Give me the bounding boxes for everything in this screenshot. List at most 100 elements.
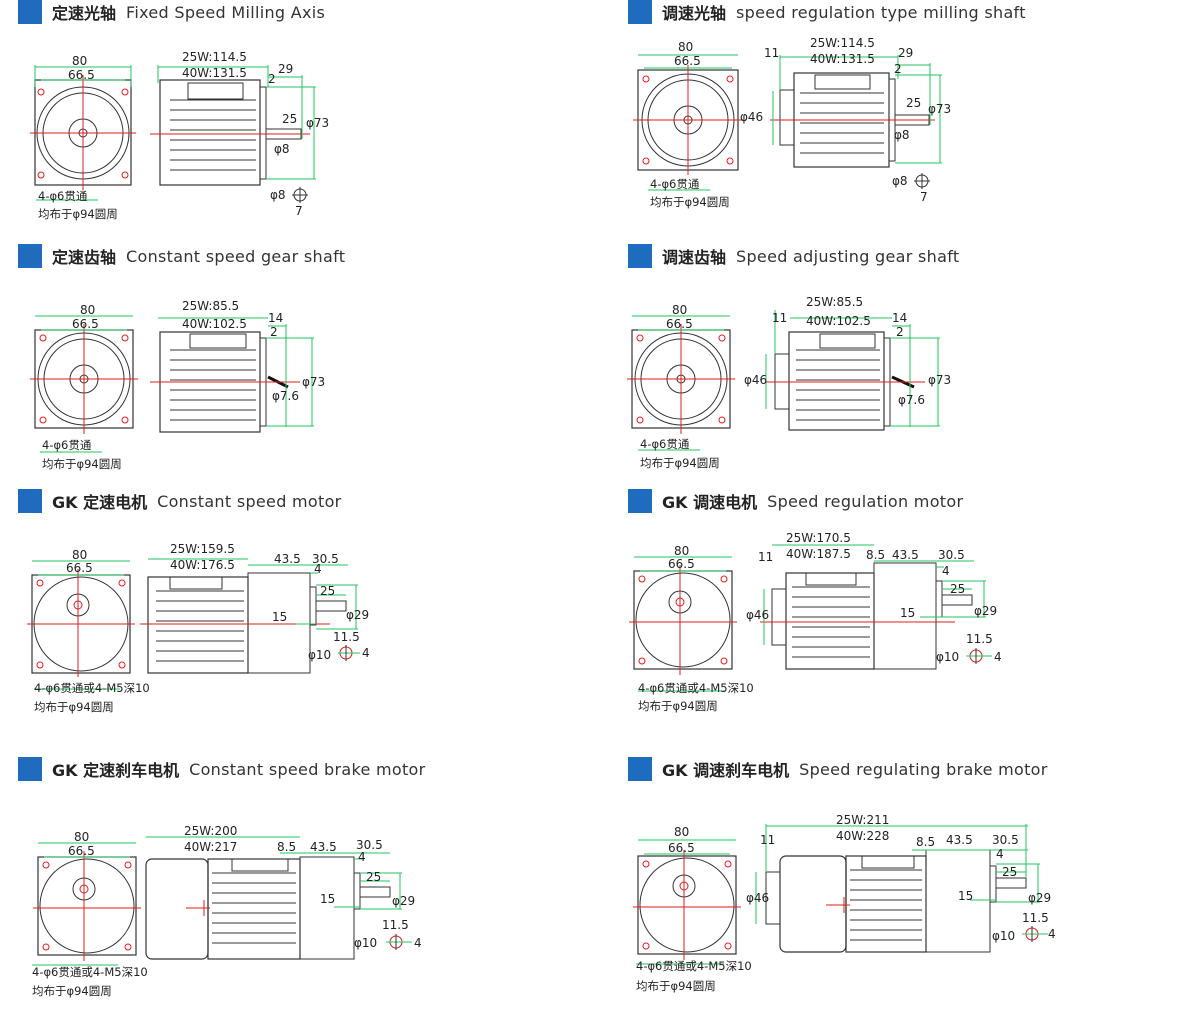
- hole-note: 4-φ6贯通或4-M5深10: [32, 965, 148, 979]
- dim-shaft-length: 25: [320, 584, 335, 598]
- dim-shaft-gap: 2: [894, 62, 902, 76]
- dim-shaft-gap: 2: [268, 72, 276, 86]
- hole-circle-note: 均布于φ94圆周: [34, 700, 114, 714]
- section-title-en: Speed regulating brake motor: [799, 759, 1048, 779]
- dim-shaft-diameter: φ7.6: [272, 389, 299, 403]
- dim-key-width: 4: [1048, 927, 1056, 941]
- dim-width-inner: 66.5: [72, 317, 99, 331]
- front-view: 80 66.5: [633, 40, 743, 175]
- dim-gear-gap: 4: [942, 564, 950, 578]
- hole-circle-note: 均布于φ94圆周: [32, 984, 112, 998]
- dim-pre: 8.5: [916, 835, 935, 849]
- dim-width-inner: 66.5: [66, 561, 93, 575]
- dim-width-outer: 80: [74, 830, 89, 844]
- drawing-constant-speed-gear: 80 66.5 25W:85.5 40W:102.5 14 2 φ73 φ7.6…: [30, 299, 325, 471]
- dim-spigot-diameter: φ46: [746, 608, 769, 622]
- dim-width-inner: 66.5: [68, 844, 95, 858]
- dim-spigot-length: 11: [764, 46, 779, 60]
- dim-shaft-diameter: φ8: [894, 128, 910, 142]
- dim-shaft-length: 25: [282, 112, 297, 126]
- dim-shaft-diameter: φ29: [392, 894, 415, 908]
- dim-hub: 15: [272, 610, 287, 624]
- section-marker-icon: [18, 489, 42, 513]
- dim-key-diameter: φ8: [892, 174, 908, 188]
- hole-circle-note: 均布于φ94圆周: [640, 456, 720, 470]
- dim-key-width: 7: [920, 190, 928, 204]
- dim-key-diameter: φ10: [308, 648, 331, 662]
- dim-pre: 8.5: [866, 548, 885, 562]
- dim-shaft-gap: 2: [270, 325, 278, 339]
- dim-shaft-total: 29: [898, 46, 913, 60]
- section-marker-icon: [18, 0, 42, 24]
- section-title-en: Fixed Speed Milling Axis: [126, 2, 326, 22]
- dim-shaft-diameter: φ29: [974, 604, 997, 618]
- section-header: 定速齿轴 Constant speed gear shaft: [18, 244, 345, 268]
- dim-shaft-length: 25: [950, 582, 965, 596]
- dim-width-outer: 80: [674, 544, 689, 558]
- side-view: 11 φ46 25W:114.5 40W:131.5 29 2 25 φ73 φ…: [740, 36, 951, 204]
- dim-gear-gap: 4: [314, 562, 322, 576]
- dim-length-25w: 25W:114.5: [182, 50, 247, 64]
- dim-flange-diameter: φ73: [928, 373, 951, 387]
- dim-shaft-length: 25: [1002, 865, 1017, 879]
- hole-circle-note: 均布于φ94圆周: [38, 207, 118, 221]
- dim-key-length: 11.5: [1022, 911, 1049, 925]
- dim-gear-gap: 4: [996, 847, 1004, 861]
- dim-length-25w: 25W:114.5: [810, 36, 875, 50]
- dim-key-diameter: φ10: [936, 650, 959, 664]
- drawing-gk-constant-speed-motor: 80 66.5 25W:159.5 40W:176.5 43.5 30.5 4 …: [27, 542, 370, 714]
- hole-note: 4-φ6贯通或4-M5深10: [34, 681, 150, 695]
- section-title-en: speed regulation type milling shaft: [736, 2, 1026, 22]
- dim-spigot-length: 11: [772, 311, 787, 325]
- side-view: 25W:85.5 40W:102.5 14 2 φ73 φ7.6: [150, 299, 325, 433]
- drawing-gk-speed-regulation-motor: 80 66.5 11 φ46 25W:170.5 40W:187.5 8.5 4…: [629, 531, 1002, 713]
- section-title-en: Speed regulation motor: [767, 491, 964, 511]
- dim-width-outer: 80: [80, 303, 95, 317]
- dim-spigot-diameter: φ46: [746, 891, 769, 905]
- hole-note: 4-φ6贯通或4-M5深10: [638, 681, 754, 695]
- dim-length-40w: 40W:228: [836, 829, 889, 843]
- dim-gear-length: 43.5: [892, 548, 919, 562]
- dim-hub: 15: [958, 889, 973, 903]
- section-header: GK 调速刹车电机 Speed regulating brake motor: [628, 757, 1048, 781]
- drawing-speed-regulation-milling: 80 66.5 11 φ46 25W:114.5 40W:131.5 29 2 …: [633, 36, 951, 209]
- dim-key-length: 11.5: [382, 918, 409, 932]
- section-title-en: Constant speed gear shaft: [126, 246, 346, 266]
- dim-hub: 15: [320, 892, 335, 906]
- dim-width-outer: 80: [678, 40, 693, 54]
- dim-shaft-total: 14: [268, 311, 283, 325]
- dim-key-width: 4: [362, 646, 370, 660]
- dim-length-40w: 40W:176.5: [170, 558, 235, 572]
- dim-gear-total: 30.5: [992, 833, 1019, 847]
- dim-gear-gap: 4: [358, 850, 366, 864]
- dim-shaft-diameter: φ7.6: [898, 393, 925, 407]
- section-marker-icon: [628, 244, 652, 268]
- front-view: 80 66.5: [27, 548, 135, 677]
- dim-width-outer: 80: [674, 825, 689, 839]
- dim-length-25w: 25W:85.5: [806, 295, 863, 309]
- side-view: 11 φ46 25W:211 40W:228 8.5 43.5 30.5 4 2…: [746, 813, 1056, 953]
- hole-note: 4-φ6贯通: [38, 189, 88, 203]
- hole-note: 4-φ6贯通: [42, 438, 92, 452]
- section-title-cn: GK 定速电机: [52, 493, 148, 512]
- dim-flange-diameter: φ73: [302, 375, 325, 389]
- front-view: 80 66.5: [30, 303, 138, 434]
- dim-spigot-diameter: φ46: [740, 110, 763, 124]
- dim-key-width: 4: [994, 650, 1002, 664]
- dim-width-inner: 66.5: [668, 557, 695, 571]
- section-title-cn: 定速光轴: [52, 4, 117, 23]
- section-header: GK 定速电机 Constant speed motor: [18, 489, 342, 513]
- front-view: 80 66.5: [30, 54, 136, 190]
- hole-note: 4-φ6贯通: [640, 437, 690, 451]
- front-view: 80 66.5: [627, 303, 735, 434]
- dim-shaft-diameter: φ29: [346, 608, 369, 622]
- dim-width-outer: 80: [672, 303, 687, 317]
- side-view: 25W:200 40W:217 8.5 43.5 30.5 4 25 φ29 1…: [145, 824, 422, 960]
- dim-width-inner: 66.5: [668, 841, 695, 855]
- dim-key-diameter: φ10: [354, 936, 377, 950]
- side-view: 25W:159.5 40W:176.5 43.5 30.5 4 25 φ29 1…: [140, 542, 370, 674]
- section-header: 调速光轴 speed regulation type milling shaft: [628, 0, 1026, 24]
- dim-width-inner: 66.5: [68, 68, 95, 82]
- dim-gear-length: 43.5: [946, 833, 973, 847]
- section-header: GK 调速电机 Speed regulation motor: [628, 489, 963, 513]
